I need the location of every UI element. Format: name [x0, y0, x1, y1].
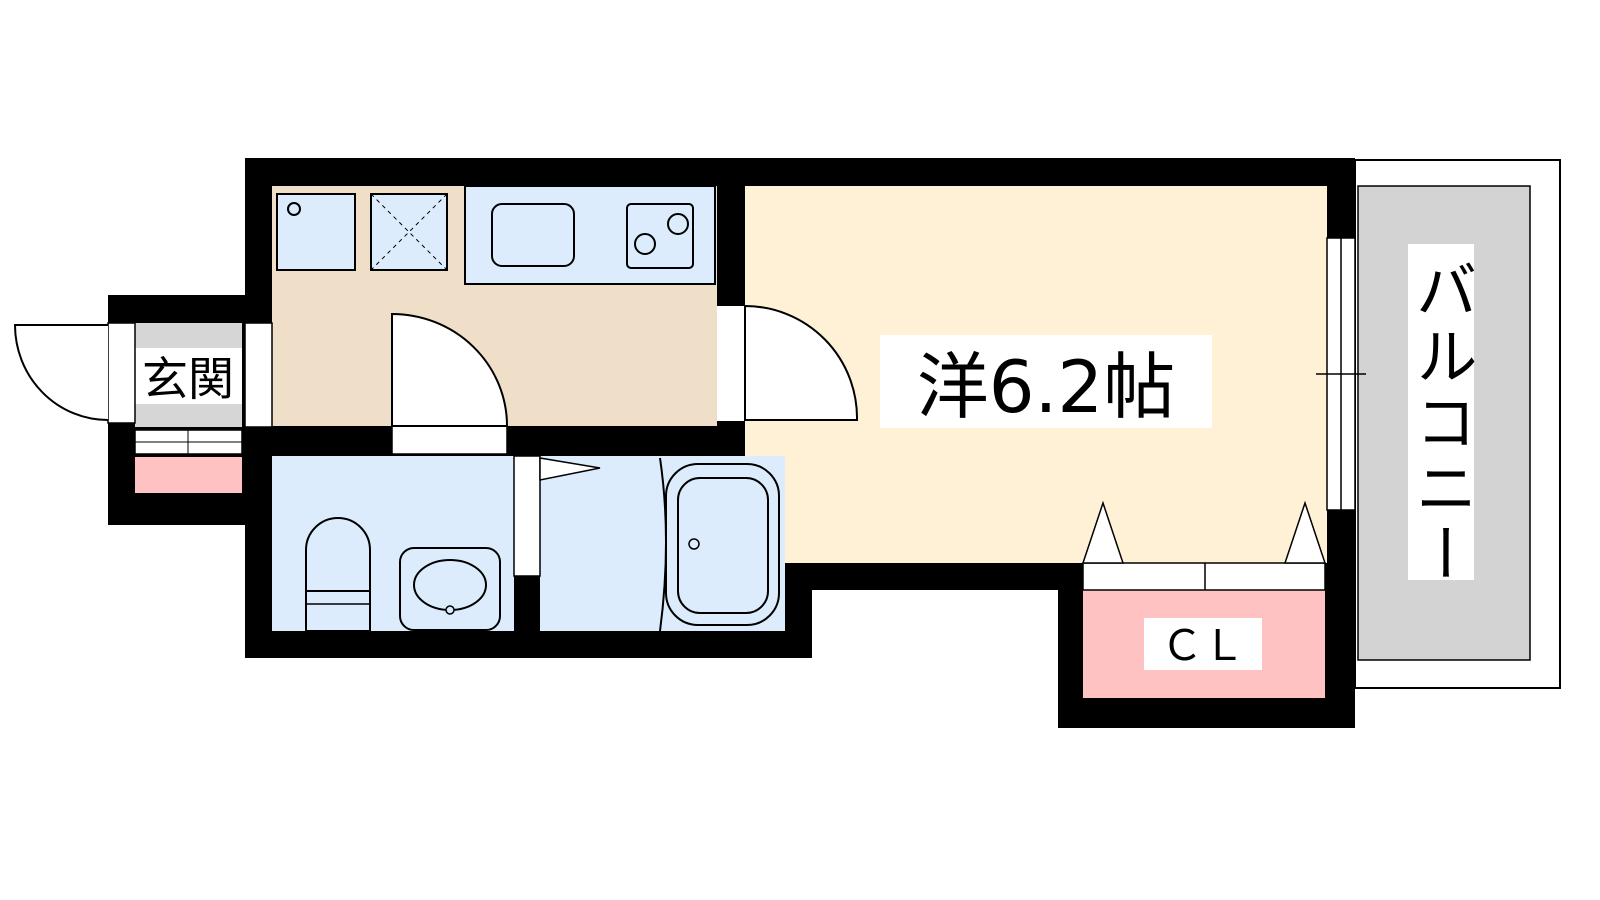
- balcony-label-bg: [1408, 244, 1474, 580]
- faucet-icon: [445, 605, 455, 615]
- front-door-swing: [13, 324, 109, 421]
- bathroom-door-track: [513, 455, 541, 577]
- cutout-lower-right: [812, 658, 1058, 738]
- entrance-inner-door-gap: [244, 322, 273, 428]
- washer-diagonal: [370, 193, 448, 271]
- drain-icon: [688, 538, 700, 550]
- room-door-opening: [717, 306, 745, 421]
- toilet-bowl: [305, 517, 371, 592]
- western-room-label-bg: [880, 335, 1212, 428]
- closet-label: ＣＬ: [1161, 621, 1245, 670]
- washer-diagonal: [370, 193, 448, 271]
- fridge-space: [276, 193, 356, 271]
- shoe-rack: [135, 457, 242, 493]
- corridor-door-opening: [391, 425, 508, 455]
- closet-door-marker: [1283, 500, 1327, 564]
- bathtub-inner: [677, 477, 769, 614]
- entrance-label: 玄関: [142, 352, 234, 406]
- balcony-label: バルコニー: [1405, 258, 1478, 588]
- toilet-tank: [305, 590, 371, 632]
- burner-icon: [667, 213, 689, 235]
- closet-label-bg: [1144, 618, 1262, 670]
- front-door-opening: [107, 322, 136, 424]
- stove: [626, 203, 694, 269]
- wash-basin-bowl: [413, 559, 487, 611]
- bathroom-door-marker: [539, 457, 601, 481]
- sink-basin: [491, 203, 575, 267]
- fridge-icon: [287, 202, 301, 216]
- closet-door-track: [1082, 562, 1326, 591]
- western-room-label: 洋6.2帖: [917, 345, 1176, 429]
- closet-door-marker: [1081, 500, 1125, 564]
- corridor-door-swing: [391, 312, 509, 427]
- room-door-swing: [744, 304, 859, 421]
- entrance-label-bg: [135, 348, 242, 404]
- burner-icon: [634, 233, 656, 255]
- cutout-below-room: [812, 590, 1058, 670]
